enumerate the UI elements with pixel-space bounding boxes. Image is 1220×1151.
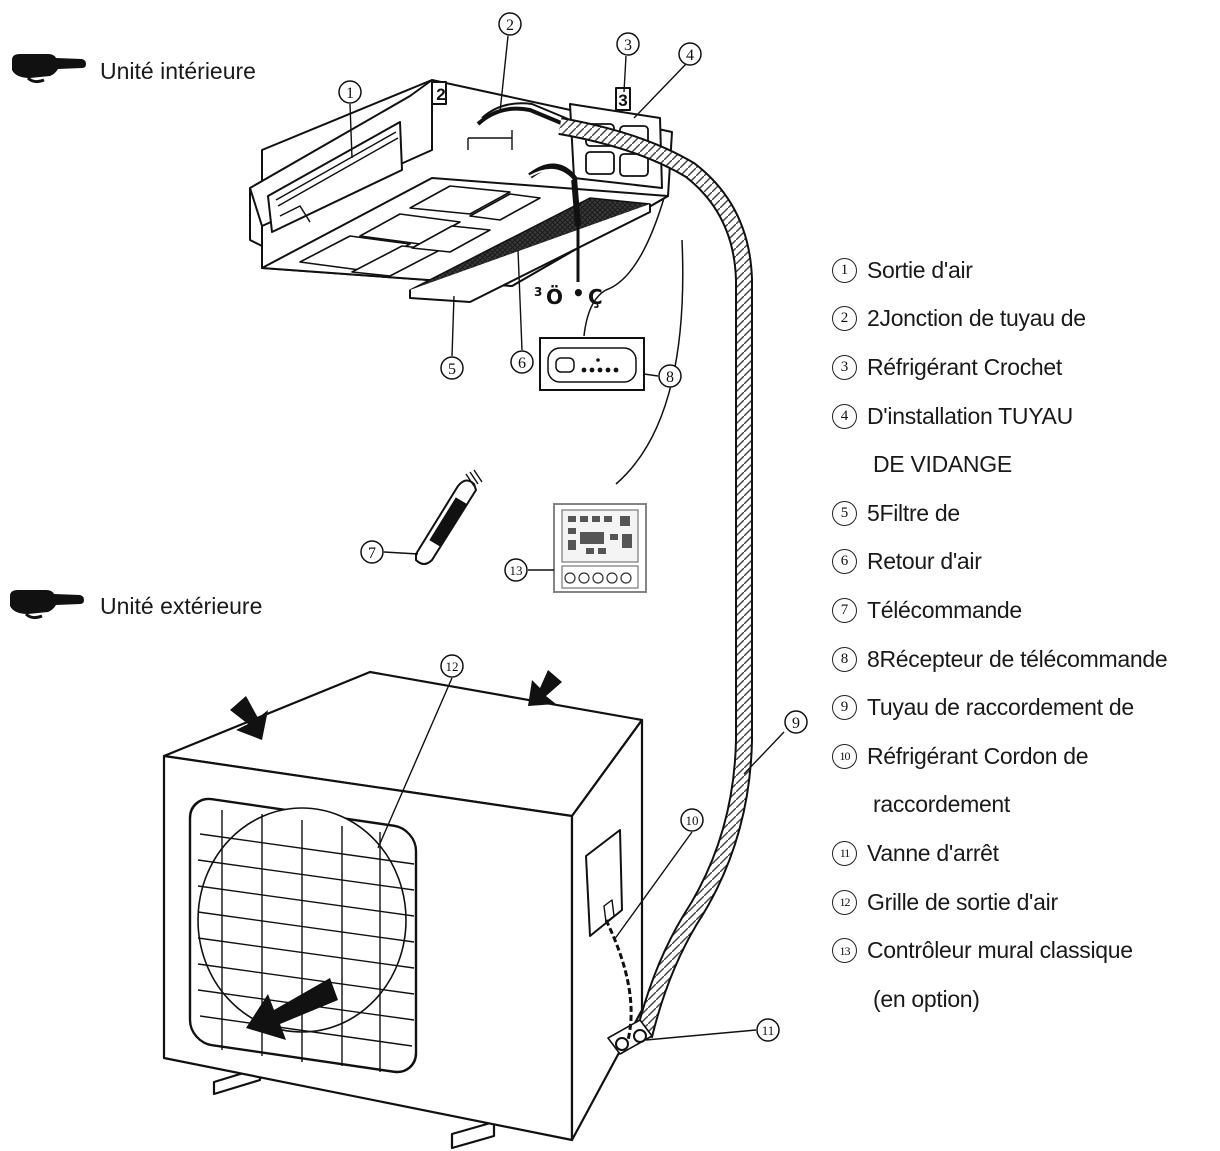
legend-text: 2Jonction de tuyau de [867, 305, 1086, 332]
legend-text: Réfrigérant Crochet [867, 353, 1062, 380]
legend-text: 8Récepteur de télécommande [867, 645, 1168, 672]
indoor-unit-label: Unité intérieure [100, 58, 256, 84]
pointing-hand-icon [10, 590, 84, 620]
bracket-tag-3: 3 [618, 91, 627, 110]
svg-text:1: 1 [346, 85, 354, 102]
symbol-c-cedilla: Ç [588, 285, 603, 309]
legend-item-8: 8 8Récepteur de télécommande [832, 635, 1217, 684]
callout-10: 10 [680, 808, 704, 832]
connecting-cord [604, 919, 633, 1041]
wall-controller [553, 503, 647, 593]
callout-13: 13 [504, 558, 528, 582]
callout-markers: 1 2 3 4 5 6 7 8 9 10 11 12 13 [338, 12, 808, 1042]
symbol-o-umlaut: Ö [546, 285, 563, 309]
legend-item-1: 1 Sortie d'air [832, 246, 1217, 295]
outdoor-unit-label: Unité extérieure [100, 593, 263, 619]
airflow-arrow-icon [230, 670, 562, 1040]
legend-number: 7 [832, 597, 857, 623]
legend-item-5: 5 5Filtre de [832, 489, 1217, 538]
legend-item-13-continued: (en option) [832, 975, 1217, 1024]
legend-number: 6 [832, 549, 857, 575]
svg-text:3: 3 [624, 37, 632, 54]
legend-item-4: 4 D'installation TUYAU [832, 392, 1217, 441]
callout-6: 6 [510, 350, 534, 374]
svg-text:4: 4 [686, 47, 694, 64]
svg-text:12: 12 [446, 659, 459, 674]
connection-pipe [558, 117, 753, 1039]
leader-lines [349, 35, 785, 1041]
callout-7: 7 [360, 540, 384, 564]
legend-text: Réfrigérant Cordon de [867, 742, 1089, 769]
outdoor-unit [162, 670, 653, 1150]
bracket-tag-2: 2 [436, 85, 445, 104]
legend-item-13: 13 Contrôleur mural classique [832, 926, 1217, 975]
legend-number: 4 [832, 403, 857, 429]
legend-text: Contrôleur mural classique [867, 937, 1133, 964]
svg-text:11: 11 [762, 1023, 775, 1038]
legend-text: Télécommande [867, 596, 1022, 623]
callout-9: 9 [784, 710, 808, 734]
callout-5: 5 [440, 356, 464, 380]
legend-item-12: 12 Grille de sortie d'air [832, 878, 1217, 927]
svg-text:7: 7 [368, 545, 376, 562]
callout-11: 11 [756, 1018, 780, 1042]
svg-text:9: 9 [792, 715, 800, 732]
legend-text: (en option) [873, 985, 980, 1012]
legend-text: raccordement [873, 791, 1011, 818]
legend-item-7: 7 Télécommande [832, 586, 1217, 635]
callout-4: 4 [678, 42, 702, 66]
callout-1: 1 [338, 80, 362, 104]
callout-8: 8 [658, 364, 682, 388]
wiring [583, 197, 684, 485]
legend-text: Tuyau de raccordement de [867, 694, 1134, 721]
svg-text:8: 8 [666, 369, 674, 386]
svg-text:2: 2 [506, 17, 514, 34]
legend-item-2: 2 2Jonction de tuyau de [832, 295, 1217, 344]
legend-text: Sortie d'air [867, 256, 973, 283]
legend-number: 8 [832, 646, 857, 672]
legend-item-11: 11 Vanne d'arrêt [832, 829, 1217, 878]
legend-number: 12 [832, 889, 857, 915]
legend-number: 10 [832, 743, 857, 769]
legend-text: Grille de sortie d'air [867, 888, 1058, 915]
remote-receiver [539, 337, 645, 391]
legend-text: D'installation TUYAU [867, 402, 1073, 429]
legend-item-10-continued: raccordement [832, 781, 1217, 830]
legend-item-10: 10 Réfrigérant Cordon de [832, 732, 1217, 781]
symbol-bullet: • [572, 281, 585, 305]
svg-text:10: 10 [686, 813, 699, 828]
legend-item-4-continued: DE VIDANGE [832, 440, 1217, 489]
legend-text: Vanne d'arrêt [867, 839, 999, 866]
legend-number: 2 [832, 306, 857, 332]
callout-12: 12 [440, 654, 464, 678]
legend-number: 1 [832, 257, 857, 283]
legend-text: DE VIDANGE [873, 451, 1012, 478]
indoor-unit [249, 79, 673, 303]
legend-number: 3 [832, 354, 857, 380]
legend-item-9: 9 Tuyau de raccordement de [832, 683, 1217, 732]
legend-item-3: 3 Réfrigérant Crochet [832, 343, 1217, 392]
legend-number: 13 [832, 938, 857, 964]
legend-number: 5 [832, 500, 857, 526]
svg-text:13: 13 [510, 563, 523, 578]
legend-number: 9 [832, 695, 857, 721]
callout-2: 2 [498, 12, 522, 36]
svg-text:6: 6 [518, 355, 526, 372]
legend-text: Retour d'air [867, 548, 982, 575]
legend-text: 5Filtre de [867, 499, 960, 526]
remote-control [415, 469, 483, 565]
legend-item-6: 6 Retour d'air [832, 538, 1217, 587]
callout-3: 3 [616, 32, 640, 56]
svg-text:5: 5 [448, 361, 456, 378]
symbol-superscript: 3 [534, 285, 542, 299]
legend-number: 11 [832, 840, 857, 866]
pointing-hand-icon [12, 54, 86, 84]
